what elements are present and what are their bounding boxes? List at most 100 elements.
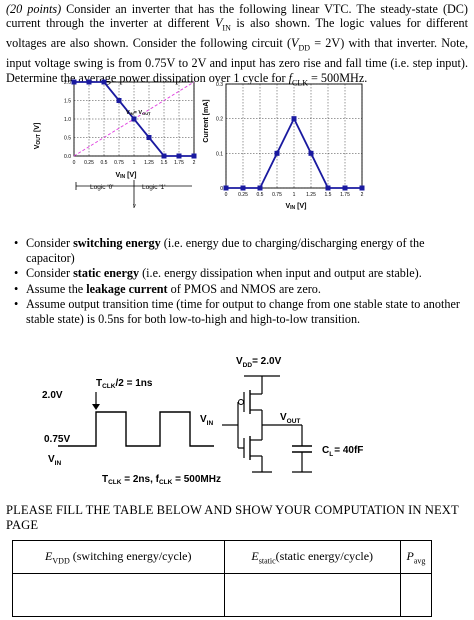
- data-point: [86, 79, 92, 85]
- data-point: [274, 150, 280, 156]
- x-tick-label: 0: [73, 160, 76, 166]
- logic1-label: Logic '1': [142, 184, 165, 191]
- header-switching-energy: EVDD (switching energy/cycle): [12, 540, 225, 574]
- problem-text-a: Consider an inverter that has the follow…: [6, 2, 468, 31]
- data-point: [291, 116, 297, 122]
- data-point: [359, 185, 365, 191]
- input-waveform: TCLK/2 = 1ns 2.0V 0.75V VIN TCLK = 2ns, …: [42, 378, 221, 486]
- vtc-ylabel: VOUT[V]: [34, 123, 42, 150]
- x-tick-label: 0.75: [272, 192, 282, 198]
- answer-table: EVDD (switching energy/cycle) Estatic(st…: [12, 540, 433, 617]
- vdd-subscript: DD: [298, 43, 311, 53]
- data-point: [223, 185, 229, 191]
- x-tick-label: 0.5: [101, 160, 108, 166]
- x-tick-label: 1.75: [174, 160, 184, 166]
- bullet-text: Consider: [26, 236, 74, 250]
- vin-symbol: V: [214, 16, 223, 31]
- y-tick-label: 1.5: [64, 99, 71, 105]
- header-average-power: Pavg: [399, 540, 433, 574]
- table-header-row: EVDD (switching energy/cycle) Estatic(st…: [12, 540, 433, 574]
- bullet-text: of PMOS and NMOS are zero.: [167, 281, 321, 296]
- x-tick-label: 2: [361, 192, 364, 198]
- low-level-label: 0.75V: [44, 434, 70, 445]
- bullet-keyword: leakage current: [86, 281, 168, 296]
- clock-caption: TCLK = 2ns, fCLK = 500MHz: [102, 474, 221, 486]
- y-tick-label: 0.5: [64, 136, 71, 142]
- fill-instruction: PLEASE FILL THE TABLE BELOW AND SHOW YOU…: [6, 503, 459, 532]
- assumption-list: Consider switching energy (i.e. energy d…: [14, 236, 466, 328]
- data-point: [191, 153, 197, 159]
- y-tick-label: 0.3: [216, 82, 223, 88]
- data-point: [71, 79, 77, 85]
- vtc-annotation: VIN= VOUT: [126, 110, 151, 116]
- data-point: [176, 153, 182, 159]
- data-point: [116, 98, 122, 103]
- x-tick-label: 1.5: [325, 192, 332, 198]
- problem-text-d: = 500MHz.: [307, 70, 368, 85]
- plot-frame: [225, 83, 363, 189]
- x-tick-label: 1.75: [340, 192, 350, 198]
- cl-label: CL= 40fF: [322, 445, 363, 458]
- y-tick-label: 0: [220, 186, 223, 192]
- vdd-symbol: V: [291, 36, 299, 51]
- y-tick-label: 0.0: [64, 154, 71, 160]
- answer-cell-static[interactable]: [223, 573, 401, 617]
- data-point: [257, 185, 263, 191]
- bullet-keyword: switching energy: [73, 236, 161, 250]
- logic0-label: Logic '0': [90, 184, 113, 191]
- bullet-text: Assume the: [26, 281, 87, 296]
- pmos-bubble-icon: [238, 399, 244, 405]
- data-point: [325, 185, 331, 191]
- x-tick-label: 1: [133, 160, 136, 166]
- list-item: Consider switching energy (i.e. energy d…: [14, 236, 466, 265]
- answer-cell-switching[interactable]: [12, 573, 225, 617]
- vout-label: VOUT: [280, 412, 300, 425]
- x-tick-label: 1.25: [144, 160, 154, 166]
- x-tick-label: 0.25: [238, 192, 248, 198]
- inverter-circuit: VDD= 2.0V VOUT VIN CL= 40fF: [200, 356, 363, 473]
- data-point: [131, 116, 137, 122]
- list-item: Consider static energy (i.e. energy diss…: [14, 266, 466, 281]
- square-wave: [58, 411, 214, 447]
- plot-frame: [73, 81, 195, 157]
- x-tick-label: 0.75: [114, 160, 124, 166]
- threshold-mark: V: [133, 203, 136, 208]
- arrowhead-down-icon: [92, 404, 100, 410]
- answer-cell-power[interactable]: [399, 573, 433, 617]
- vin-subscript: IN: [222, 23, 231, 33]
- y-tick-label: 0.2: [216, 117, 223, 123]
- table-answer-row: [12, 573, 433, 617]
- x-tick-label: 0: [225, 192, 228, 198]
- bullet-text: Consider: [26, 266, 74, 281]
- fclk-subscript: CLK: [291, 77, 308, 87]
- list-item: Assume the leakage current of PMOS and N…: [14, 282, 466, 297]
- vin-circuit-label: VIN: [200, 414, 213, 427]
- header-static-energy: Estatic(static energy/cycle): [223, 540, 401, 574]
- data-point: [146, 135, 152, 140]
- bullet-text: (i.e. energy dissipation when input and …: [139, 266, 422, 281]
- bullet-text: (i.e. energy due to charging/discharging…: [26, 236, 425, 265]
- current-ylabel: Current [mA]: [203, 99, 210, 142]
- high-level-label: 2.0V: [42, 390, 63, 401]
- x-tick-label: 1: [293, 192, 296, 198]
- y-tick-label: 1.0: [64, 117, 71, 123]
- y-tick-label: 2.0: [64, 80, 71, 86]
- data-point: [101, 79, 107, 85]
- x-tick-label: 0.5: [257, 192, 264, 198]
- fclk-symbol: f: [288, 70, 292, 85]
- vtc-xlabel: VIN[V]: [115, 172, 136, 180]
- data-point: [240, 185, 246, 191]
- problem-text-c: = 2V) with that inverter. Note, input vo…: [6, 36, 468, 85]
- bullet-text: Assume output transition time (time for …: [26, 297, 460, 326]
- y-tick-label: 0.1: [216, 151, 223, 157]
- data-point: [342, 185, 348, 191]
- current-xlabel: VIN[V]: [285, 203, 306, 211]
- problem-text-b: is also shown. The logic values for diff…: [6, 16, 468, 51]
- data-point: [308, 150, 314, 156]
- vin-wave-label: VIN: [48, 454, 61, 467]
- x-tick-label: 1.5: [161, 160, 168, 166]
